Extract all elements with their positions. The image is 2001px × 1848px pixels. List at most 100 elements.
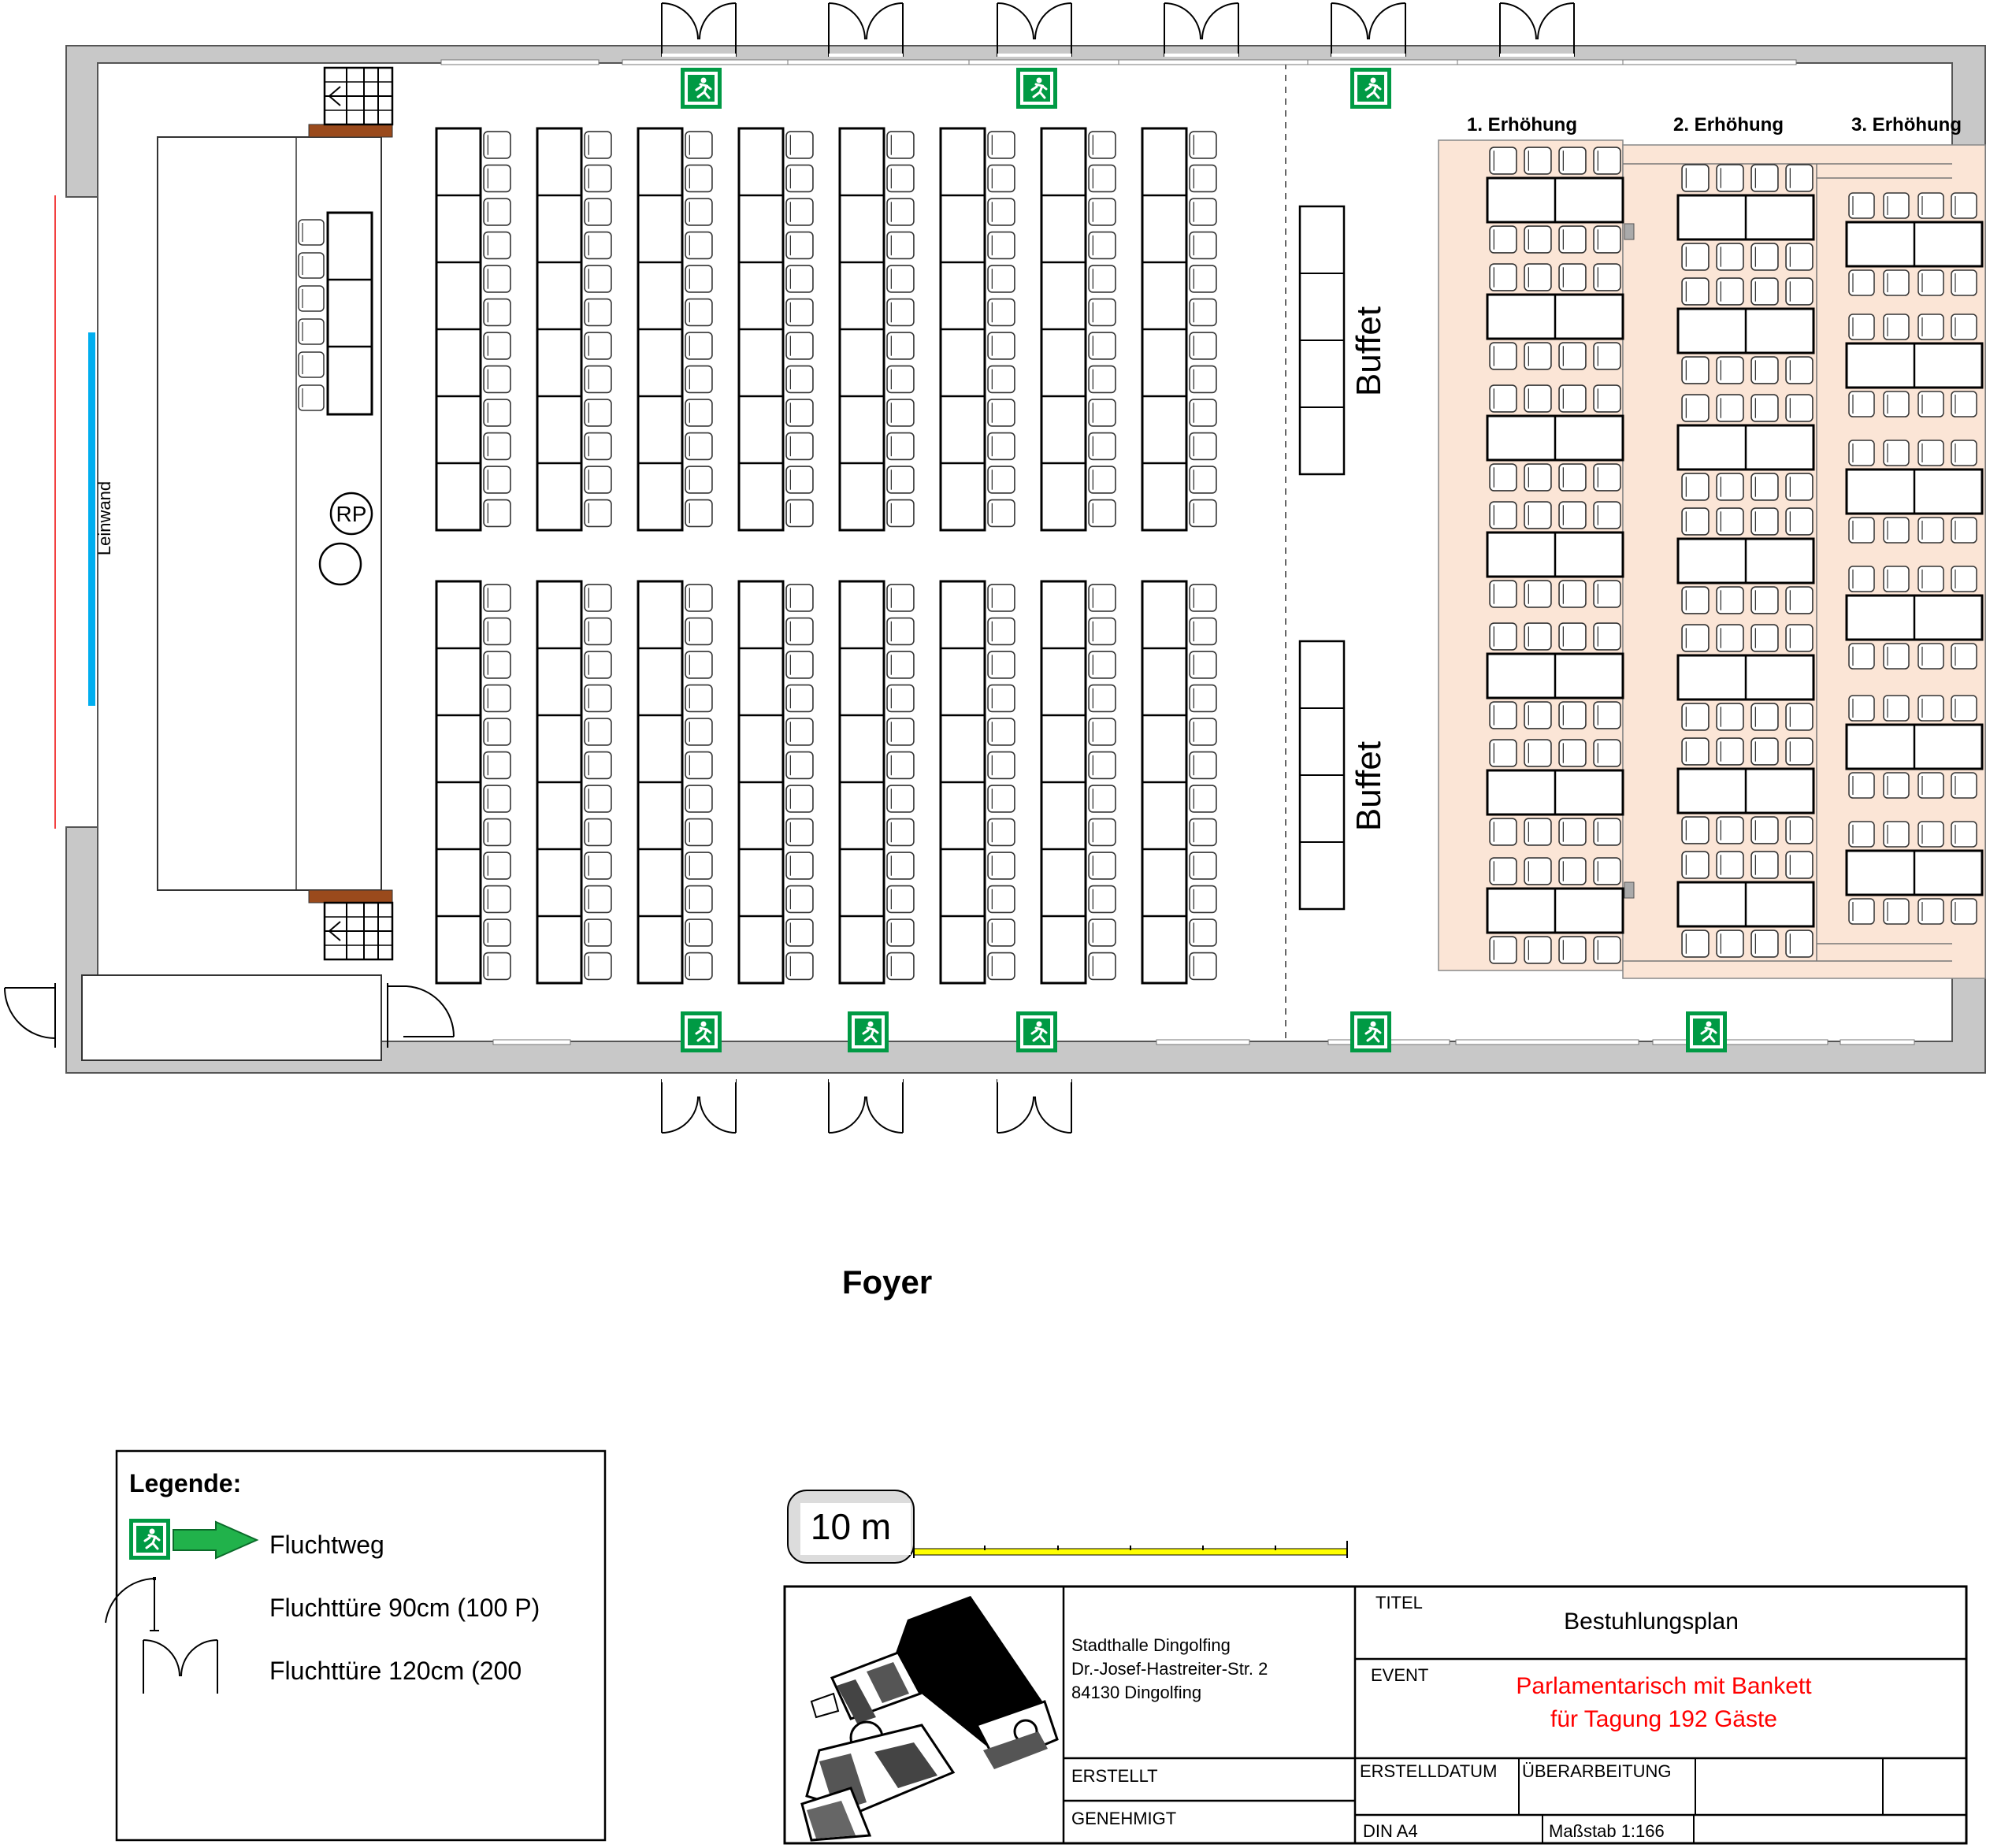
banquet-table (1676, 737, 1815, 844)
chair (886, 584, 915, 612)
chair (1848, 440, 1875, 466)
chair (1189, 751, 1217, 780)
chair (1716, 394, 1744, 422)
seating-block (1040, 580, 1116, 985)
chair (1848, 643, 1875, 670)
chair (1785, 243, 1814, 271)
chair (483, 684, 511, 713)
chair (1189, 432, 1217, 461)
lectern-rp (329, 492, 373, 536)
chair (483, 298, 511, 327)
chair (584, 332, 612, 360)
chair (1189, 684, 1217, 713)
chair (1489, 384, 1517, 413)
chair (1716, 851, 1744, 879)
double-door-icon (143, 1639, 218, 1694)
event-line-2: für Tagung 192 Gäste (1550, 1706, 1777, 1732)
chair (1524, 936, 1552, 964)
chair (886, 365, 915, 394)
chair (483, 332, 511, 360)
chair (987, 399, 1015, 427)
chair (1848, 821, 1875, 848)
chair (584, 751, 612, 780)
double-door-icon (1164, 2, 1239, 57)
chair (298, 219, 325, 246)
chair (1189, 785, 1217, 813)
chair (584, 918, 612, 947)
chair (483, 952, 511, 981)
chair (1883, 772, 1910, 799)
chair (483, 365, 511, 394)
chair (987, 885, 1015, 914)
chair (987, 198, 1015, 226)
chair (584, 617, 612, 646)
chair (685, 617, 713, 646)
chair (987, 164, 1015, 193)
foyer-label: Foyer (842, 1264, 932, 1301)
chair (1189, 265, 1217, 293)
chair (685, 265, 713, 293)
chair (987, 952, 1015, 981)
chair (685, 332, 713, 360)
chair (886, 952, 915, 981)
chair (785, 499, 814, 528)
chair (1750, 737, 1779, 766)
chair (785, 751, 814, 780)
seating-block (939, 127, 1015, 532)
banquet-table (1486, 263, 1624, 370)
chair (1593, 501, 1621, 529)
chair (584, 584, 612, 612)
chair (785, 399, 814, 427)
chair (1558, 580, 1587, 608)
erhoehung-2-label: 2. Erhöhung (1673, 114, 1784, 135)
chair (1681, 507, 1710, 536)
chair (1750, 816, 1779, 844)
chair (1524, 263, 1552, 291)
seating-block (435, 127, 511, 532)
chair (1593, 147, 1621, 175)
chair (685, 584, 713, 612)
chair (886, 499, 915, 528)
chair (1524, 818, 1552, 846)
chair (1681, 243, 1710, 271)
chair (584, 684, 612, 713)
chair (685, 399, 713, 427)
chair (584, 198, 612, 226)
stadthalle-logo (800, 1596, 1059, 1842)
chair (1558, 701, 1587, 729)
chair (1883, 821, 1910, 848)
chair (1593, 739, 1621, 767)
chair (1558, 739, 1587, 767)
chair (1848, 192, 1875, 219)
chair (785, 466, 814, 494)
chair (785, 131, 814, 159)
chair (1088, 751, 1116, 780)
chair (483, 231, 511, 260)
emergency-exit-icon (1016, 1011, 1057, 1052)
chair (1189, 718, 1217, 746)
chair (785, 332, 814, 360)
chair (785, 651, 814, 679)
chair (584, 651, 612, 679)
chair (1951, 440, 1977, 466)
buffet-bottom (1298, 640, 1346, 911)
chair (1716, 737, 1744, 766)
chair (1088, 399, 1116, 427)
chair (685, 499, 713, 528)
chair (1750, 164, 1779, 192)
chair (987, 332, 1015, 360)
chair (584, 399, 612, 427)
chair (685, 684, 713, 713)
chair (886, 198, 915, 226)
seating-block (435, 580, 511, 985)
chair (987, 131, 1015, 159)
chair (584, 298, 612, 327)
chair (1189, 298, 1217, 327)
chair (1558, 225, 1587, 254)
chair (584, 432, 612, 461)
chair (685, 466, 713, 494)
chair (1951, 643, 1977, 670)
chair (987, 499, 1015, 528)
chair (785, 718, 814, 746)
podium-table (326, 211, 373, 416)
